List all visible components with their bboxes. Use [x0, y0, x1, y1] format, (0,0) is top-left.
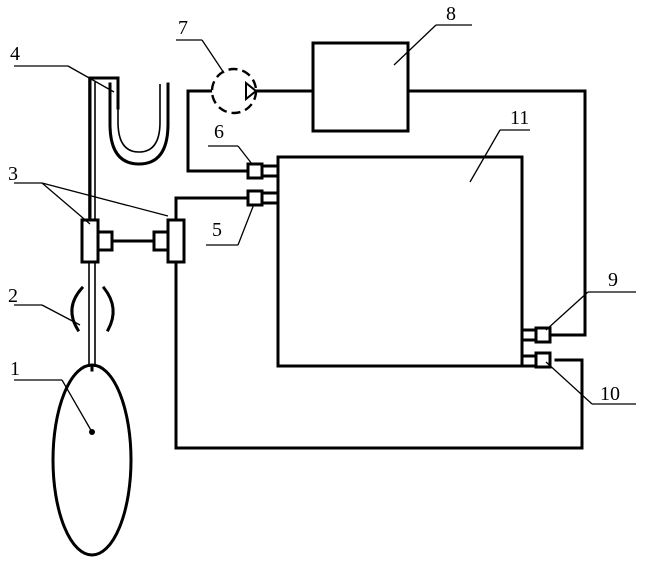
component-2-clamp: [70, 285, 115, 333]
label-2: 2: [8, 285, 18, 307]
component-10-port: [520, 351, 552, 369]
leader-lines: [14, 24, 636, 433]
label-1: 1: [10, 358, 20, 380]
component-11-chamber: [276, 155, 524, 368]
component-3-t-connectors: [80, 218, 186, 264]
label-9: 9: [608, 269, 618, 291]
label-11: 11: [510, 107, 529, 129]
label-4: 4: [10, 43, 20, 65]
component-5-port: [246, 189, 280, 207]
label-8: 8: [446, 3, 456, 25]
component-8-box: [311, 41, 410, 133]
component-4-u-tube: [88, 76, 170, 224]
return-tube: [174, 196, 584, 450]
label-3: 3: [8, 163, 18, 185]
pump-inlet-tube: [186, 89, 242, 173]
label-10: 10: [600, 383, 620, 405]
component-6-port: [238, 162, 280, 180]
component-1-bag: [51, 363, 133, 557]
label-7: 7: [178, 17, 188, 39]
box-to-port-9-tube: [406, 89, 587, 337]
component-7-pump: [210, 67, 258, 115]
label-5: 5: [212, 219, 222, 241]
component-9-port: [520, 326, 552, 344]
label-6: 6: [214, 121, 224, 143]
